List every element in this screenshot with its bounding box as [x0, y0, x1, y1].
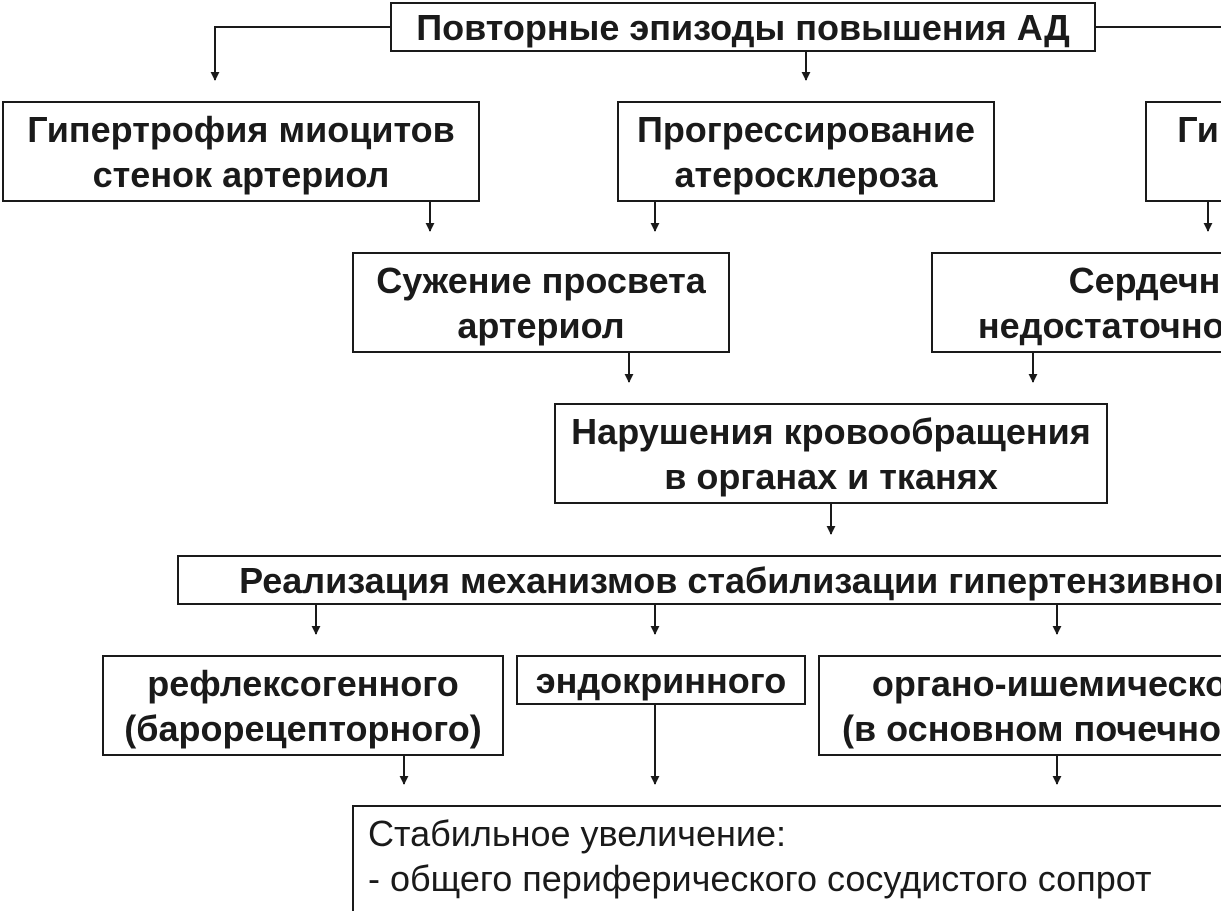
node-atherosclerosis-line-1: Прогрессирование	[636, 108, 976, 150]
node-reflexogenic-line-2: (барорецепторного)	[124, 707, 482, 749]
node-endocrine-text: эндокринного	[535, 659, 787, 701]
node-heart-failure-line-1: Сердечная	[1068, 259, 1221, 301]
node-heart-failure: Сердечная недостаточнос	[931, 252, 1221, 353]
node-reflexogenic: рефлексогенного (барорецепторного)	[102, 655, 504, 756]
node-atherosclerosis-line-2: атеросклероза	[674, 153, 938, 195]
node-hypertrophy-right: Гип м	[1145, 101, 1221, 202]
node-stable-increase: Стабильное увеличение: - общего перифери…	[352, 805, 1221, 911]
node-arteriole-narrowing-line-2: артериол	[457, 304, 625, 346]
connector-top-to-hypertrophy	[210, 26, 390, 81]
node-myocyte-hypertrophy-line-2: стенок артериол	[92, 153, 390, 195]
node-organ-ischemic: органо-ишемическог (в основном почечног	[818, 655, 1221, 756]
node-repeated-bp-episodes: Повторные эпизоды повышения АД	[390, 2, 1096, 52]
node-arteriole-narrowing-line-1: Сужение просвета	[376, 259, 706, 301]
node-organ-ischemic-line-2: (в основном почечног	[842, 707, 1221, 749]
node-repeated-bp-episodes-text: Повторные эпизоды повышения АД	[416, 6, 1070, 48]
node-myocyte-hypertrophy-line-1: Гипертрофия миоцитов	[27, 108, 455, 150]
node-organ-ischemic-line-1: органо-ишемическог	[871, 662, 1221, 704]
node-circulation-line-1: Нарушения кровообращения	[571, 410, 1091, 452]
node-hypertrophy-right-line-2: м	[1147, 152, 1221, 197]
node-heart-failure-line-2: недостаточнос	[977, 304, 1221, 346]
node-endocrine: эндокринного	[516, 655, 806, 705]
node-stabilization-mechanisms: Реализация механизмов стабилизации гипер…	[177, 555, 1221, 605]
node-arteriole-narrowing: Сужение просвета артериол	[352, 252, 730, 353]
node-circulation-line-2: в органах и тканях	[664, 455, 998, 497]
node-reflexogenic-line-1: рефлексогенного	[147, 662, 459, 704]
node-atherosclerosis-progression: Прогрессирование атеросклероза	[617, 101, 995, 202]
node-stable-increase-line-1: Стабильное увеличение:	[368, 813, 786, 854]
node-circulation-disorders: Нарушения кровообращения в органах и тка…	[554, 403, 1108, 504]
node-stable-increase-line-2: - общего периферического сосудистого соп…	[368, 858, 1152, 899]
node-hypertrophy-right-line-1: Гип	[1177, 108, 1221, 150]
node-myocyte-hypertrophy: Гипертрофия миоцитов стенок артериол	[2, 101, 480, 202]
node-stabilization-text: Реализация механизмов стабилизации гипер…	[239, 559, 1221, 601]
